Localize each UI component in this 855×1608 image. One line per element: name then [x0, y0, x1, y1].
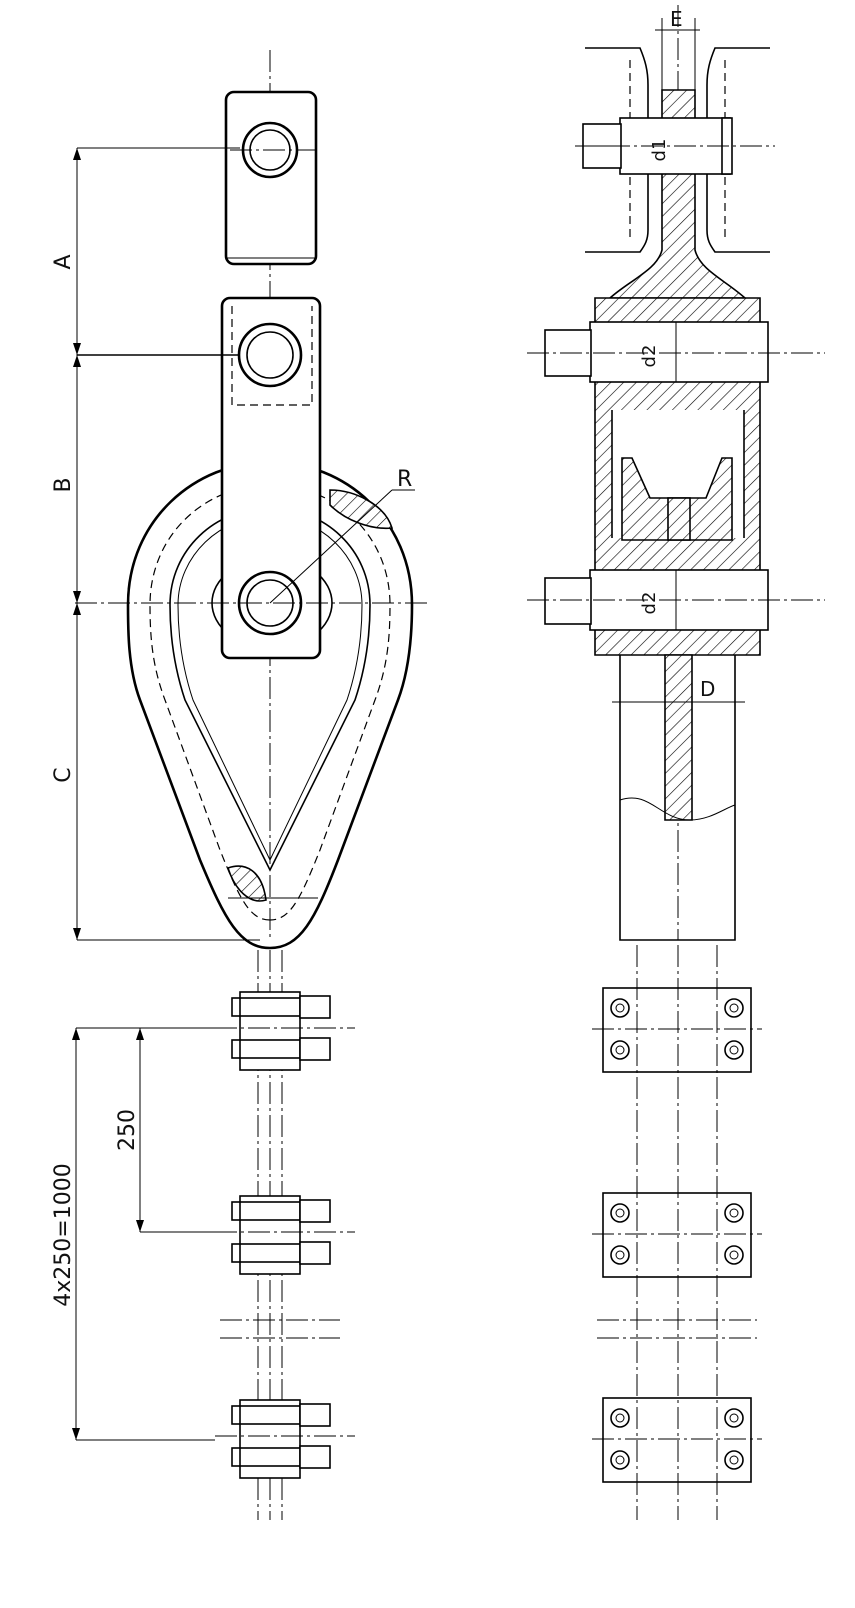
sheave-hub — [667, 497, 691, 541]
dim-r-label: R — [397, 467, 412, 492]
front-view: R A B C — [51, 50, 430, 1520]
rope-clamp-break — [220, 1319, 340, 1339]
arrow-a-bottom — [73, 343, 81, 355]
dim-d2-lower-label: d2 — [639, 592, 660, 615]
arrow-b-top — [73, 355, 81, 367]
arrow-spacing-top — [136, 1028, 144, 1040]
side-clamp-1 — [592, 987, 762, 1073]
side-clamp-3 — [592, 1397, 762, 1483]
rope-clamp-1 — [215, 991, 355, 1071]
dim-e-label: E — [670, 7, 683, 31]
break-line — [619, 797, 736, 821]
rope-clamp-2 — [215, 1195, 355, 1275]
arrow-b-bottom — [73, 591, 81, 603]
arrow-total-top — [72, 1028, 80, 1040]
thimble-side-section — [664, 654, 693, 821]
side-clamp-2 — [592, 1192, 762, 1278]
arrow-a-top — [73, 148, 81, 160]
dim-b-label: B — [51, 477, 76, 492]
thimble-section-bottom — [227, 865, 267, 902]
dim-c-label: C — [51, 767, 76, 782]
arrow-c-bottom — [73, 928, 81, 940]
lower-link-plate — [220, 296, 322, 660]
lower-link-hidden — [231, 306, 313, 406]
arrow-spacing-bottom — [136, 1220, 144, 1232]
pin-d2-lower-nut — [544, 577, 592, 625]
dim-d2-upper-label: d2 — [639, 345, 660, 368]
dim-total-label: 4x250=1000 — [51, 1163, 76, 1306]
arrow-total-bottom — [72, 1428, 80, 1440]
dim-d1-label: d1 — [649, 139, 670, 162]
thimble-section-top — [329, 489, 394, 530]
side-view: E d1 d2 d2 D — [527, 5, 825, 1520]
thimble-side-tube — [619, 655, 736, 941]
dim-a-label: A — [51, 254, 76, 269]
arrow-c-top — [73, 603, 81, 615]
rope-clamp-3 — [215, 1399, 355, 1479]
radius-leader — [269, 489, 393, 604]
dim-spacing-label: 250 — [115, 1109, 140, 1151]
side-clamp-break — [597, 1319, 757, 1339]
dim-d-label: D — [700, 677, 715, 701]
pin-d2-upper-body — [589, 321, 769, 383]
